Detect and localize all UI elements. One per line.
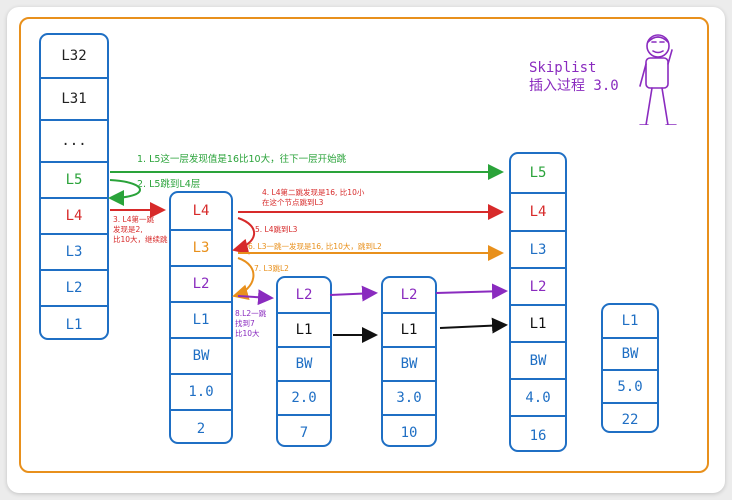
skiplist-cell: 2.0 — [278, 380, 330, 414]
skiplist-cell: L1 — [171, 301, 231, 337]
skiplist-cell: L1 — [511, 304, 565, 341]
arrow-node10-to-node16 — [435, 283, 508, 300]
annotation-step-3-line-1: 3. L4第一跳 — [113, 215, 154, 224]
annotation-step-8-line-1: 8.L2一跳 — [235, 309, 267, 318]
skiplist-cell: L2 — [400, 287, 418, 303]
stick-figure-icon — [639, 34, 677, 125]
skiplist-cell: L4 — [511, 192, 565, 230]
skiplist-cell: L1 — [621, 313, 639, 329]
arrow-l1-node10-to-node16 — [439, 317, 508, 334]
annotation-step-1: 1. L5这一层发现值是16比10大，往下一层开始跳 — [137, 154, 347, 165]
skiplist-cell: L5 — [529, 165, 547, 181]
skiplist-cell: L32 — [61, 48, 87, 64]
arrow-node7-to-node10 — [329, 285, 378, 302]
skiplist-cell: L4 — [41, 197, 107, 233]
annotation-step-3: 3. L4第一跳 发现是2, 比10大，继续跳 — [113, 215, 168, 244]
skiplist-cell: 5.0 — [603, 369, 657, 402]
diagram-title: Skiplist 插入过程 3.0 — [529, 60, 619, 95]
skiplist-cell: 22 — [603, 402, 657, 435]
skiplist-cell: BW — [383, 346, 435, 380]
skiplist-cell: L1 — [278, 312, 330, 346]
skiplist-cell: 16 — [511, 415, 565, 454]
skiplist-cell: 3.0 — [383, 380, 435, 414]
arrow-l3-to-l2 — [232, 257, 255, 301]
skiplist-cell: BW — [171, 337, 231, 373]
skiplist-cell: BW — [603, 337, 657, 369]
skiplist-cell: BW — [511, 341, 565, 378]
annotation-step-3-line-3: 比10大，继续跳 — [113, 234, 168, 244]
skiplist-cell: BW — [278, 346, 330, 380]
skiplist-cell: L1 — [41, 305, 107, 342]
skiplist-cell: L31 — [41, 77, 107, 119]
annotation-step-8-line-2: 找到7 — [235, 318, 255, 328]
skiplist-cell: L1 — [383, 312, 435, 346]
arrow-l4-to-l3 — [232, 217, 256, 255]
annotation-step-3-line-2: 发现是2, — [113, 224, 143, 234]
skiplist-cell: L3 — [171, 229, 231, 265]
arrow-l5-to-l4 — [108, 179, 141, 206]
skiplist-cell: L3 — [511, 230, 565, 267]
skiplist-cell: 2 — [171, 409, 231, 446]
skiplist-cell: L3 — [41, 233, 107, 269]
annotation-step-4: 4. L4第二跳发现是16, 比10小 在这个节点跳到L3 — [262, 188, 364, 208]
skiplist-cell: L5 — [41, 161, 107, 197]
arrow-l2-to-node7 — [237, 289, 274, 306]
annotation-step-7: 7. L3跳L2 — [254, 264, 289, 273]
skiplist-cell: 1.0 — [171, 373, 231, 409]
title-line-1: Skiplist — [529, 60, 597, 76]
skiplist-cell: L2 — [295, 287, 313, 303]
skiplist-cell: 10 — [383, 414, 435, 449]
annotation-step-8: 8.L2一跳 找到7 比10大 — [235, 309, 266, 338]
annotation-step-4-line-2: 在这个节点跳到L3 — [262, 197, 324, 207]
diagram-frame — [19, 17, 709, 473]
annotation-step-8-line-3: 比10大 — [235, 328, 260, 338]
annotation-step-6: 6. L3一跳一发现是16, 比10大，跳到L2 — [248, 242, 382, 251]
annotation-step-4-line-1: 4. L4第二跳发现是16, 比10小 — [262, 188, 365, 197]
skiplist-cell: 7 — [278, 414, 330, 449]
skiplist-cell: L4 — [192, 203, 210, 219]
annotation-step-5: 5. L4跳到L3 — [255, 225, 298, 234]
skiplist-cell: L2 — [511, 267, 565, 304]
skiplist-cell: 4.0 — [511, 378, 565, 415]
skiplist-cell: L2 — [171, 265, 231, 301]
skiplist-cell: L2 — [41, 269, 107, 305]
annotation-step-2: 2. L5跳到L4层 — [137, 179, 201, 190]
skiplist-cell: ... — [41, 119, 107, 161]
title-line-2: 插入过程 3.0 — [529, 77, 619, 94]
